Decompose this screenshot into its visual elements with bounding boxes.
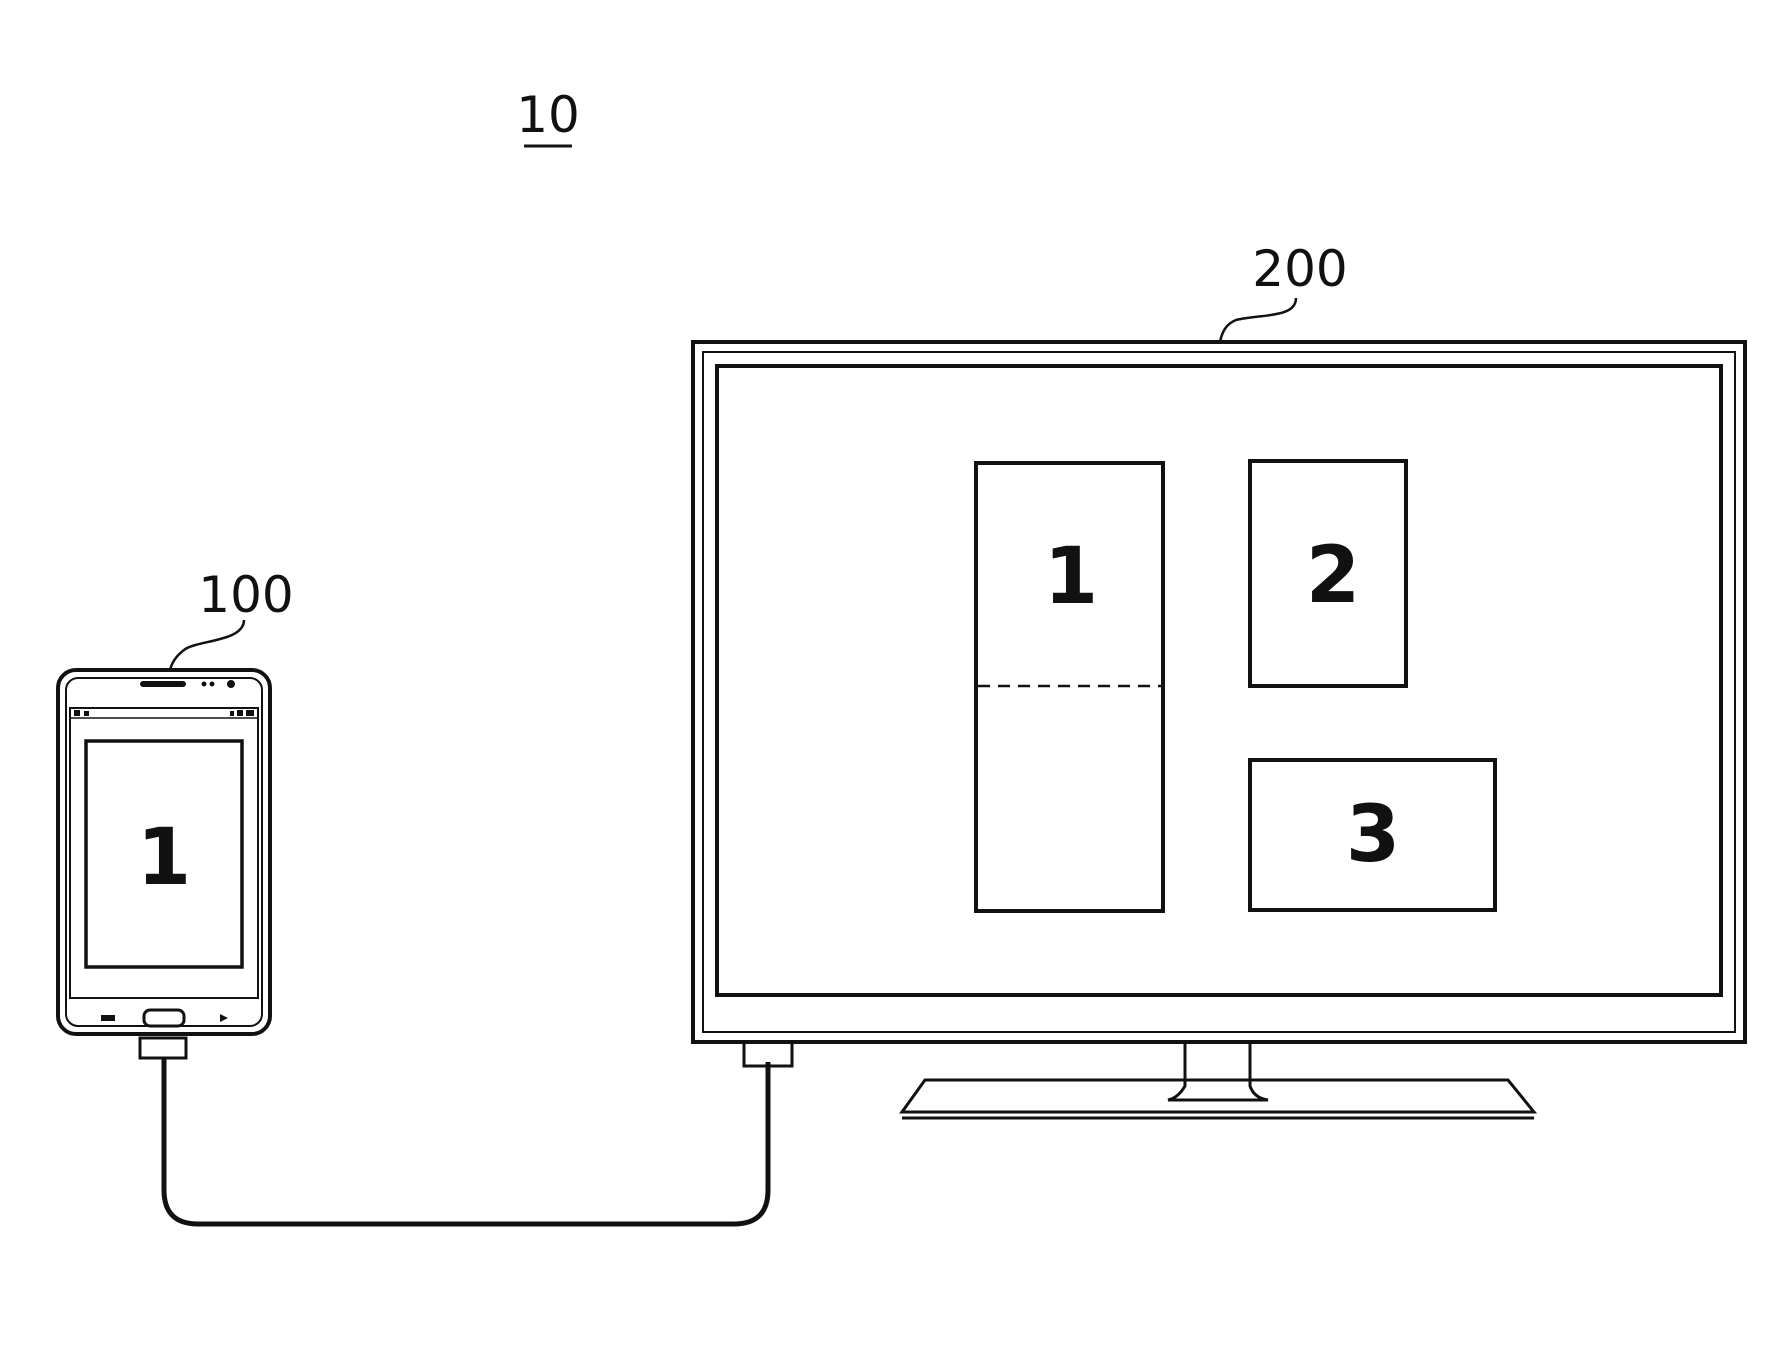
phone-app-window: 1 [86, 741, 242, 967]
monitor-screen [717, 366, 1721, 995]
status-network-icon [230, 711, 234, 716]
display-window-2-label: 2 [1306, 531, 1360, 621]
display-device-leader-line [1220, 298, 1296, 342]
status-clock-icon [246, 710, 254, 716]
phone-app-window-label: 1 [137, 813, 191, 903]
status-signal-icon [74, 710, 80, 716]
monitor-stand-neck [1168, 1042, 1268, 1100]
display-window-3-label: 3 [1346, 790, 1400, 880]
display-device-ref-label: 200 [1252, 240, 1347, 298]
status-battery-icon [237, 710, 243, 716]
status-wifi-icon [84, 711, 89, 716]
phone-connector-plug [140, 1038, 186, 1058]
front-camera-icon [227, 680, 235, 688]
display-window-2: 2 [1250, 461, 1406, 686]
mobile-device: 100 1 [58, 566, 294, 1058]
speaker-grille-icon [140, 681, 186, 687]
monitor-bezel-outer [693, 342, 1745, 1042]
system-ref-label: 10 [516, 86, 580, 144]
display-window-3: 3 [1250, 760, 1495, 910]
monitor-stand-base [902, 1080, 1534, 1112]
menu-key-icon [101, 1015, 115, 1021]
monitor-bezel-inner [703, 352, 1735, 1032]
connection-cable [164, 1058, 768, 1224]
home-button [144, 1010, 184, 1026]
system-reference: 10 [516, 86, 580, 146]
mobile-device-ref-label: 100 [198, 566, 293, 624]
mobile-device-leader-line [170, 620, 244, 670]
display-device: 200 1 2 3 [693, 240, 1745, 1118]
sensor-dot-icon [202, 682, 207, 687]
sensor-dot-icon [210, 682, 215, 687]
display-window-1: 1 [976, 463, 1163, 911]
back-key-icon [220, 1014, 228, 1022]
display-window-1-label: 1 [1044, 532, 1098, 622]
